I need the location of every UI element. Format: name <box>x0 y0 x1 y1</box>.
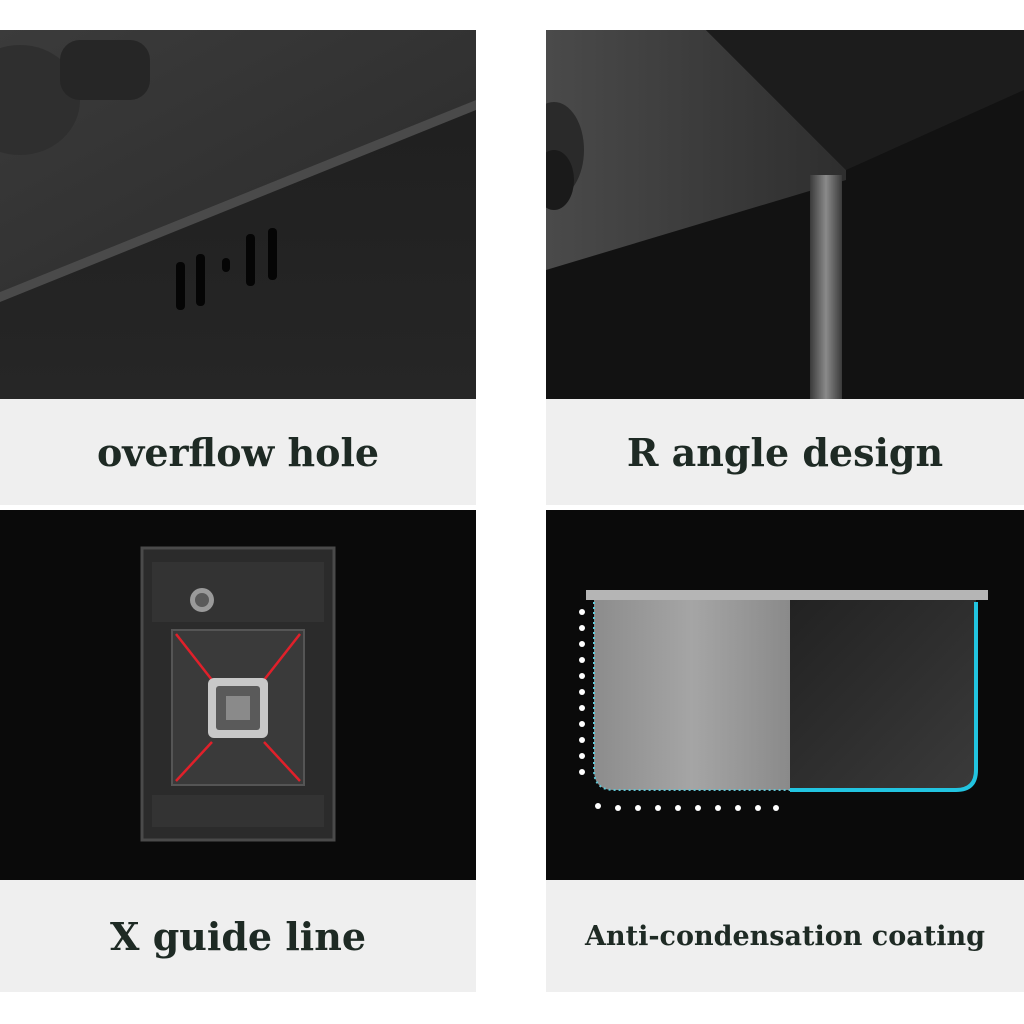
caption-x-guide-line: X guide line <box>0 880 476 992</box>
caption-r-angle-design: R angle design <box>546 399 1024 505</box>
anti-condensation-photo <box>546 510 1024 880</box>
r-angle-photo <box>546 30 1024 399</box>
overflow-hole-illustration <box>0 30 476 399</box>
condensation-droplets <box>579 609 779 811</box>
coating-layer <box>790 602 978 792</box>
sink-deck <box>546 30 846 270</box>
sink-rim-section <box>586 590 988 600</box>
rounded-corner-edge <box>810 175 842 399</box>
overflow-hole-slots <box>176 228 277 310</box>
coated-section <box>790 600 976 790</box>
x-guide-lines <box>175 633 301 782</box>
r-angle-illustration <box>546 30 1024 399</box>
caption-anti-condensation-coating: Anti-condensation coating <box>546 880 1024 992</box>
x-guide-line-illustration <box>0 510 476 880</box>
anti-condensation-illustration <box>546 510 1024 880</box>
uncoated-section <box>594 600 790 790</box>
caption-overflow-hole: overflow hole <box>0 399 476 505</box>
overflow-hole-photo <box>0 30 476 399</box>
x-guide-line-photo <box>0 510 476 880</box>
faucet-base <box>0 45 80 155</box>
